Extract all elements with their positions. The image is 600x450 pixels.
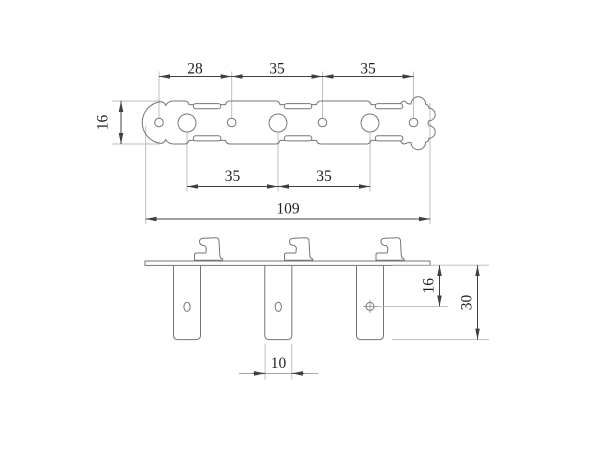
dim-label: 16 bbox=[95, 115, 112, 131]
dim-label: 35 bbox=[360, 61, 376, 78]
dim-label: 35 bbox=[225, 168, 241, 185]
top-view-extension-lines bbox=[112, 71, 431, 224]
dim-overall-109: 109 bbox=[145, 201, 430, 222]
top-view: 28 35 35 16 35 35 109 bbox=[95, 61, 436, 224]
large-hole bbox=[268, 113, 288, 133]
small-hole bbox=[317, 117, 328, 128]
plate-bar bbox=[144, 260, 431, 266]
small-hole bbox=[154, 117, 164, 128]
dim-total-depth-30: 30 bbox=[459, 265, 480, 340]
dim-leg-width-10: 10 bbox=[239, 355, 319, 376]
leg-hole bbox=[183, 301, 191, 312]
dim-label: 10 bbox=[271, 355, 287, 372]
mounting-legs bbox=[173, 264, 384, 341]
dim-hole-offset-16: 16 bbox=[421, 265, 442, 307]
plate-slots bbox=[192, 103, 404, 142]
dim-spacing-35-top-1: 35 bbox=[231, 61, 323, 79]
dim-spacing-28: 28 bbox=[159, 61, 232, 79]
front-view: 16 30 10 bbox=[144, 237, 489, 380]
small-hole bbox=[226, 117, 237, 128]
hook-tabs bbox=[194, 237, 405, 261]
dim-spacing-35-mid-1: 35 bbox=[187, 168, 278, 189]
dim-label: 30 bbox=[459, 295, 476, 311]
dim-label: 109 bbox=[276, 201, 300, 218]
dim-label: 35 bbox=[269, 61, 285, 78]
dim-label: 35 bbox=[316, 168, 332, 185]
dim-label: 28 bbox=[187, 61, 203, 78]
dim-spacing-35-mid-2: 35 bbox=[278, 168, 370, 189]
leg-hole bbox=[274, 301, 282, 312]
hook-tab bbox=[284, 237, 314, 261]
large-hole bbox=[360, 113, 380, 133]
plate-outline bbox=[141, 96, 436, 151]
front-view-extension-lines bbox=[264, 264, 489, 380]
dim-spacing-35-top-2: 35 bbox=[322, 61, 414, 79]
plate-holes bbox=[154, 113, 419, 133]
dim-plate-width-16: 16 bbox=[95, 101, 124, 144]
small-hole bbox=[408, 117, 419, 128]
dim-label: 16 bbox=[421, 278, 438, 294]
hook-tab bbox=[194, 237, 224, 261]
large-hole bbox=[177, 113, 197, 133]
hook-tab bbox=[375, 237, 405, 261]
